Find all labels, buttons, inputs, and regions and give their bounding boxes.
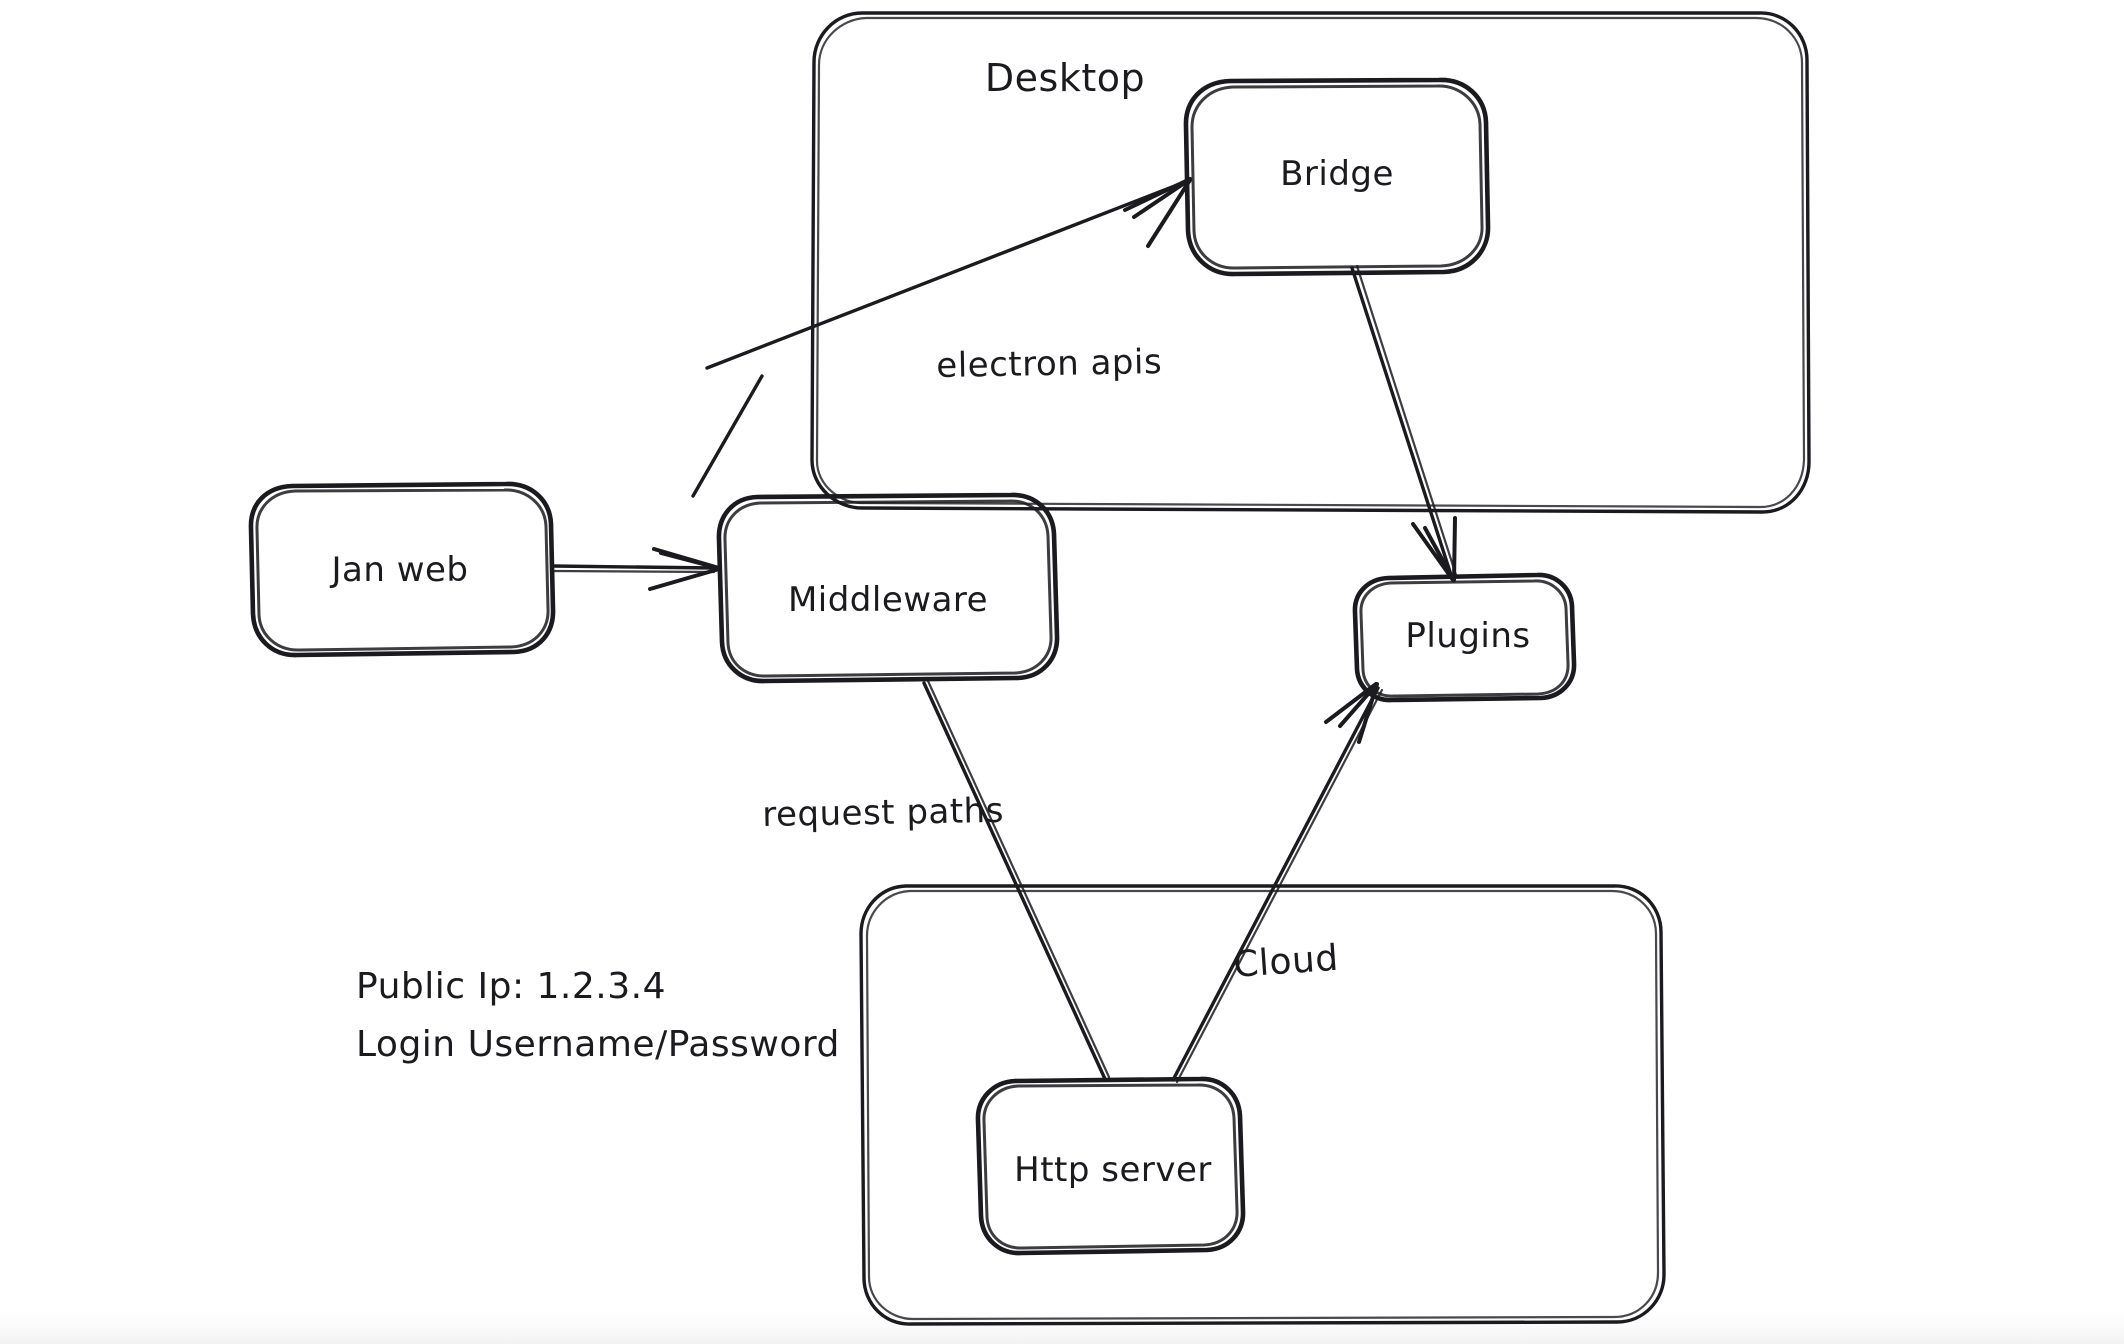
node-label-jan-web: Jan web <box>331 550 469 590</box>
container-label-cloud: Cloud <box>1232 937 1340 986</box>
note-login-credentials: Login Username/Password <box>356 1024 840 1065</box>
node-middleware[interactable] <box>716 492 1060 684</box>
edge-label-request-paths: request paths <box>762 790 1005 835</box>
edge-middleware-to-bridge-tail <box>691 374 764 498</box>
node-plugins[interactable] <box>1352 572 1577 703</box>
node-bridge[interactable] <box>1183 77 1491 277</box>
edge-label-electron-apis: electron apis <box>936 342 1163 386</box>
container-label-desktop: Desktop <box>984 56 1146 100</box>
node-jan-web[interactable] <box>248 481 556 658</box>
node-label-http-server: Http server <box>1014 1150 1212 1190</box>
edge-jan-web-to-middleware <box>551 547 721 591</box>
node-label-bridge: Bridge <box>1280 154 1394 194</box>
note-public-ip: Public Ip: 1.2.3.4 <box>356 966 666 1007</box>
node-label-plugins: Plugins <box>1405 616 1531 656</box>
container-cloud <box>859 884 1666 1326</box>
edge-http-server-to-plugins <box>1171 682 1384 1084</box>
edge-bridge-to-plugins <box>1350 264 1458 582</box>
node-label-middleware: Middleware <box>787 580 989 620</box>
node-http-server[interactable] <box>975 1076 1246 1256</box>
edge-middleware-to-http-server <box>922 679 1111 1081</box>
edge-middleware-to-bridge <box>705 177 1192 370</box>
container-desktop <box>810 11 1811 514</box>
